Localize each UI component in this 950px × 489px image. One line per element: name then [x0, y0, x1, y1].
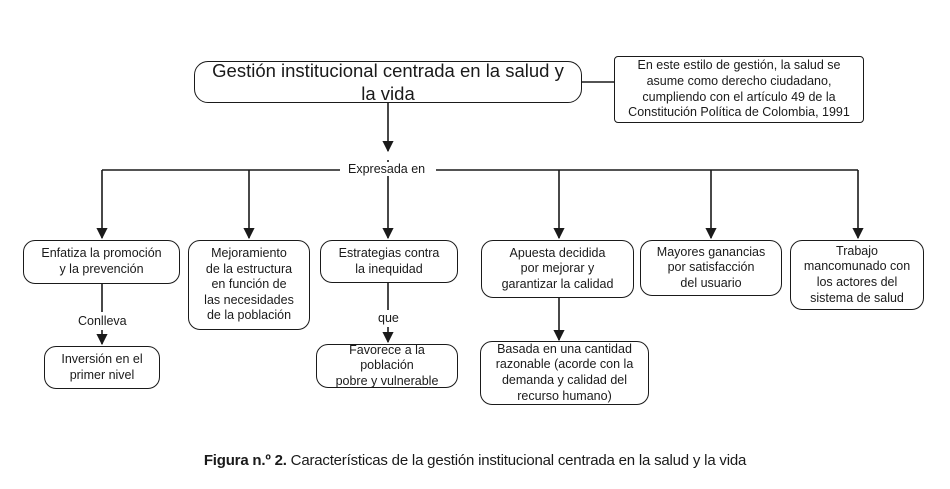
- label-conlleva: Conlleva: [74, 314, 131, 328]
- node-basada: Basada en una cantidad razonable (acorde…: [480, 341, 649, 405]
- figure-caption: Figura n.º 2. Características de la gest…: [0, 452, 950, 469]
- label-que: que: [374, 311, 403, 325]
- node-promocion: Enfatiza la promoción y la prevención: [23, 240, 180, 284]
- node-inversion: Inversión en el primer nivel: [44, 346, 160, 389]
- node-main: Gestión institucional centrada en la sal…: [194, 60, 582, 104]
- caption-text: Características de la gestión institucio…: [286, 452, 747, 469]
- caption-prefix: Figura n.º 2.: [203, 452, 287, 469]
- label-expresada: Expresada en: [344, 162, 430, 176]
- node-note: En este estilo de gestión, la salud se a…: [614, 56, 864, 123]
- node-mejoramiento: Mejoramiento de la estructura en función…: [188, 240, 310, 330]
- node-estrategias: Estrategias contra la inequidad: [320, 240, 458, 283]
- node-favorece: Favorece a la población pobre y vulnerab…: [316, 343, 458, 388]
- node-calidad: Apuesta decidida por mejorar y garantiza…: [481, 240, 634, 298]
- node-ganancias: Mayores ganancias por satisfacción del u…: [640, 240, 782, 296]
- node-trabajo: Trabajo mancomunado con los actores del …: [790, 240, 924, 310]
